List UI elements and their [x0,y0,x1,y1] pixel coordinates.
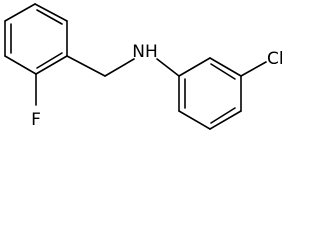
chlorophenyl-ring [178,57,242,130]
ring-b-bond-4 [209,110,242,130]
c-cl-bond [240,61,267,77]
ring-a-bond-4 [4,55,37,75]
ring-b-double-bond-1 [210,63,236,80]
nitrogen-label: NH [132,42,158,62]
fluorine-label: F [31,110,41,130]
chlorine-label: Cl [267,49,284,69]
hydrogen-symbol: H [145,42,158,62]
ring-b-double-bond-2 [210,107,236,124]
ring-a-bond-1 [34,3,68,22]
ring-a-double-bond-1 [36,9,63,25]
ring-a-bond-6 [4,3,36,22]
ch2-n-bond [104,58,135,77]
ring-a-bond-3 [35,55,68,75]
fluorophenyl-ring [4,3,68,75]
ring-b-bond-5 [178,110,211,130]
ring-ch2-bond [66,55,106,77]
chemical-structure-diagram: F NH Cl [4,3,284,130]
nitrogen-symbol: N [132,42,145,62]
ring-b-bond-1 [178,57,211,77]
n-ring-bond [156,58,180,77]
ring-a-double-bond-2 [36,52,63,69]
ring-b-bond-2 [209,57,242,77]
